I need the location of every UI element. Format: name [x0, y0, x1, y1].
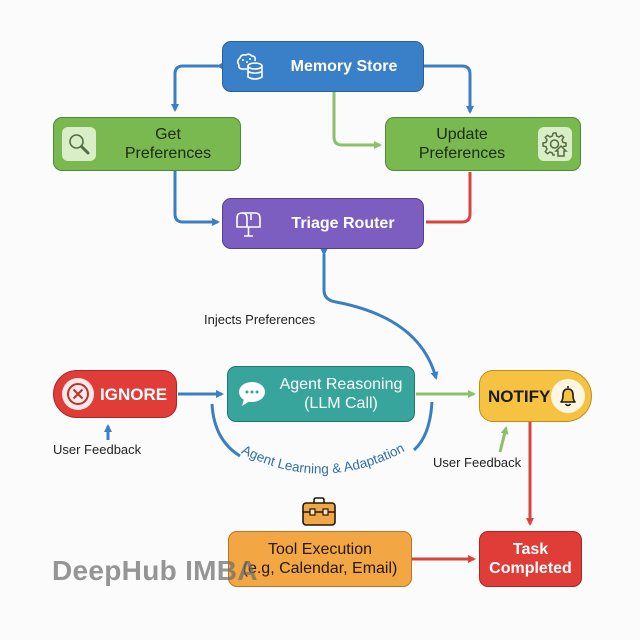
edge-user-feedback-notify [498, 426, 509, 453]
edge-triage-notify-injects [320, 248, 439, 380]
agent-reasoning-label: Agent Reasoning(LLM Call) [279, 376, 403, 412]
triage-router-label: Triage Router [291, 215, 395, 232]
brain-database-icon [235, 52, 265, 82]
notify-label: NOTIFY [488, 386, 551, 406]
chat-bubble-icon [236, 379, 268, 409]
tool-execution-label: Tool Execution(e.g, Calendar, Email) [242, 541, 398, 577]
memory-store-node[interactable]: Memory Store [222, 41, 424, 92]
edge-memory-get-preferences [171, 62, 224, 112]
bell-icon [551, 379, 585, 413]
edge-memory-update-preferences-green [332, 92, 382, 149]
user-feedback-right-label: User Feedback [433, 455, 522, 470]
edge-get-preferences-triage [173, 170, 220, 226]
injects-preferences-label: Injects Preferences [204, 312, 316, 327]
learning-loop-label: Agent Learning & Adaptation [239, 440, 406, 476]
edge-memory-update-preferences-blue [424, 64, 474, 114]
agent-reasoning-node[interactable]: Agent Reasoning(LLM Call) [227, 366, 415, 422]
cancel-circle-icon [62, 378, 94, 410]
ignore-node[interactable]: IGNORE [53, 370, 177, 418]
memory-store-label: Memory Store [290, 58, 398, 75]
gear-upload-icon [538, 127, 572, 161]
user-feedback-left-label: User Feedback [53, 442, 142, 457]
watermark: DeepHub IMBA [52, 555, 258, 586]
magnifier-icon [62, 127, 96, 161]
mailbox-icon [233, 209, 263, 239]
learning-loop-arc-left [210, 403, 241, 458]
ignore-label: IGNORE [100, 384, 168, 404]
learning-loop-arc-right [412, 401, 434, 452]
briefcase-icon [301, 497, 337, 527]
triage-router-node[interactable]: Triage Router [222, 198, 424, 249]
edge-update-preferences-triage [426, 172, 472, 224]
tool-execution-node[interactable]: Tool Execution(e.g, Calendar, Email) [228, 531, 412, 587]
notify-node[interactable]: NOTIFY [479, 370, 592, 422]
